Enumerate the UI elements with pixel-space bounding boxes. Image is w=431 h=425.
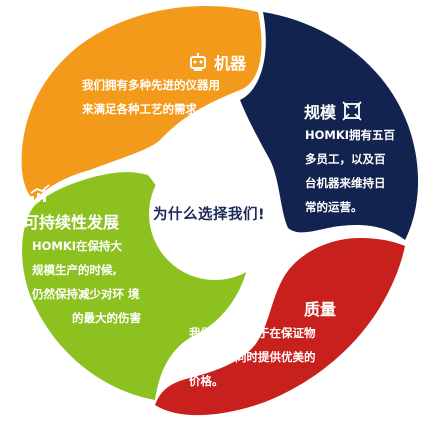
sustain-line-2: 规模生产的时候, bbox=[32, 263, 117, 277]
segment-machine bbox=[21, 5, 262, 200]
scale-line-2: 多员工，以及百 bbox=[305, 152, 386, 166]
growth-chart-icon bbox=[30, 184, 50, 202]
scale-line-3: 台机器来维持日 bbox=[305, 176, 386, 190]
sustain-line-3: 仍然保持减少对环 境 bbox=[32, 287, 140, 301]
center-circle bbox=[149, 148, 281, 280]
sustain-body: HOMKI在保持大 规模生产的时候, 仍然保持减少对环 境 的最大的伤害 bbox=[32, 234, 141, 330]
scale-title: 规模 bbox=[304, 103, 337, 122]
machine-title: 机器 bbox=[214, 54, 247, 73]
scale-body: HOMKI拥有五百 多员工，以及百 台机器来维持日 常的运营。 bbox=[305, 123, 395, 219]
quality-title: 质量 bbox=[304, 300, 337, 319]
sustain-title: 可持续性发展 bbox=[23, 213, 120, 232]
sustain-line-4: 的最大的伤害 bbox=[72, 311, 141, 325]
scale-line-1: HOMKI拥有五百 bbox=[305, 128, 396, 142]
scale-frame-icon bbox=[342, 101, 362, 121]
sustain-line-1: HOMKI在保持大 bbox=[32, 239, 123, 253]
quality-line-3: 价格。 bbox=[189, 374, 224, 388]
center-title: 为什么选择我们! bbox=[153, 207, 266, 223]
quality-line-1: 我们一直致力于在保证物 bbox=[189, 326, 316, 340]
machine-line-2: 来满足各种工艺的需求。 bbox=[82, 102, 209, 116]
machine-line-1: 我们拥有多种先进的仪器用 bbox=[82, 78, 220, 92]
machine-body: 我们拥有多种先进的仪器用 来满足各种工艺的需求。 bbox=[82, 73, 220, 121]
scale-line-4: 常的运营。 bbox=[305, 200, 363, 214]
quality-body: 我们一直致力于在保证物 品质量的同时提供优美的 价格。 bbox=[189, 321, 316, 393]
segment-quality bbox=[155, 238, 405, 416]
machine-header: 机器 bbox=[188, 50, 246, 74]
quality-line-2: 品质量的同时提供优美的 bbox=[189, 350, 316, 364]
segment-scale bbox=[240, 12, 419, 240]
scale-header: 规模 bbox=[304, 99, 362, 123]
robot-icon bbox=[190, 53, 206, 71]
